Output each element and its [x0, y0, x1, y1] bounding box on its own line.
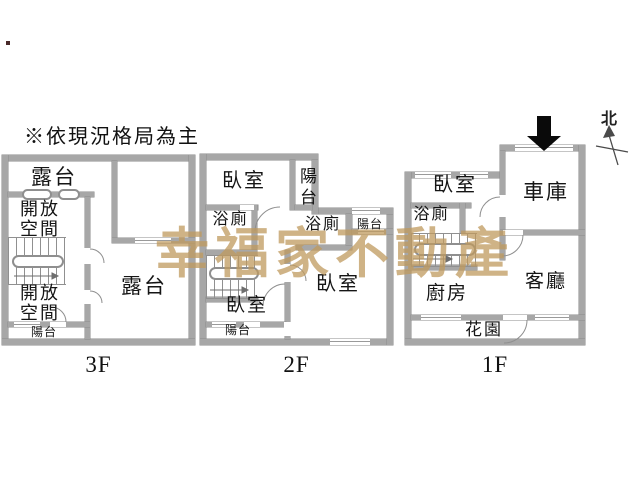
room-label-open-space-lower: 開放 空間 — [20, 283, 60, 324]
wall-segment — [387, 208, 393, 345]
north-arrow-icon — [603, 125, 615, 138]
wall-segment — [285, 250, 290, 339]
wall-segment — [405, 339, 585, 345]
room-label-balcony-right: 陽台 — [356, 217, 383, 231]
wall-segment — [405, 172, 411, 345]
wall-segment — [295, 205, 312, 210]
north-label: 北 — [601, 110, 617, 128]
window-symbol — [58, 189, 80, 200]
wall-segment — [2, 339, 195, 345]
wall-segment — [579, 145, 585, 345]
room-label-bath-left: 浴廁 — [212, 211, 249, 228]
window-symbol — [135, 238, 171, 243]
room-label-balcony-top: 陽台 — [297, 167, 316, 209]
wall-segment — [405, 172, 505, 178]
window-symbol — [421, 315, 461, 320]
floor-label-3f: 3F — [85, 352, 112, 377]
wall-segment — [411, 315, 585, 320]
wall-segment — [206, 205, 258, 210]
wall-segment — [296, 245, 352, 250]
wall-segment — [411, 203, 471, 208]
door-opening — [50, 322, 66, 327]
window-symbol — [358, 229, 384, 234]
door-opening — [503, 315, 527, 320]
room-label-balcony-bottom-2f: 陽台 — [224, 323, 251, 337]
wall-segment — [405, 265, 477, 270]
room-label-kitchen: 廚房 — [425, 283, 468, 304]
door-opening — [240, 205, 254, 210]
stair-rail — [12, 255, 64, 268]
entrance-arrow-stem — [537, 116, 551, 137]
door-opening — [503, 230, 523, 235]
floor-label-1f: 1F — [481, 352, 509, 377]
room-label-living: 客廳 — [524, 271, 567, 292]
wall-segment — [460, 203, 465, 233]
wall-segment — [290, 160, 295, 210]
room-label-open-space-upper: 開放 空間 — [20, 199, 60, 240]
window-symbol — [415, 172, 451, 178]
room-label-terrace-top: 露台 — [31, 165, 77, 189]
wall-segment — [206, 250, 257, 255]
window-symbol — [212, 322, 236, 327]
door-opening — [84, 290, 91, 304]
floorplan-2f: 臥室 陽台 浴廁 浴廁 陽台 臥室 陽台 臥室 2F — [200, 154, 393, 377]
window-symbol — [460, 172, 488, 178]
room-label-bath-1f: 浴廁 — [413, 206, 450, 223]
wall-segment — [2, 155, 195, 161]
stair-rail — [414, 243, 476, 256]
window-symbol — [330, 339, 370, 345]
room-label-bedroom-top: 臥室 — [222, 170, 266, 192]
door-opening — [84, 248, 91, 264]
wall-segment — [200, 154, 206, 345]
room-label-balcony-3f: 陽台 — [30, 325, 57, 339]
north-compass: 北 — [595, 110, 629, 166]
wall-segment — [200, 154, 318, 160]
disclaimer-text: ※依現況格局為主 — [24, 126, 200, 148]
room-label-garden: 花園 — [465, 320, 503, 339]
room-label-bath-mid: 浴廁 — [304, 216, 341, 233]
floorplan-3f: 露台 開放 空間 開放 空間 陽台 露台 3F — [2, 155, 195, 377]
room-label-bedroom-1f: 臥室 — [433, 174, 477, 196]
window-symbol — [352, 208, 380, 214]
door-opening — [244, 322, 260, 327]
wall-segment — [189, 155, 195, 345]
door-opening — [284, 264, 291, 282]
room-label-garage: 車庫 — [523, 180, 569, 204]
room-label-terrace-main: 露台 — [121, 274, 167, 298]
wall-segment — [8, 322, 90, 327]
room-label-bedroom-left: 臥室 — [225, 295, 268, 316]
wall-segment — [112, 161, 117, 243]
entrance-arrow-icon — [527, 136, 561, 151]
window-symbol — [14, 322, 40, 327]
wall-segment — [500, 230, 585, 235]
door-opening — [499, 195, 506, 217]
window-symbol — [535, 315, 569, 320]
wall-segment — [312, 160, 318, 214]
floor-label-2f: 2F — [283, 352, 310, 377]
wall-segment — [200, 339, 393, 345]
wall-segment — [346, 214, 352, 245]
wall-segment — [252, 205, 257, 255]
door-opening — [284, 322, 291, 336]
corner-artifact — [6, 41, 10, 45]
watermark: 幸福家不動產 — [155, 224, 515, 284]
window-symbol — [22, 189, 52, 200]
wall-segment — [206, 297, 258, 302]
wall-segment — [2, 155, 8, 345]
stair-rail — [209, 267, 259, 280]
wall-segment — [85, 197, 90, 339]
room-label-bedroom-main: 臥室 — [316, 273, 360, 295]
